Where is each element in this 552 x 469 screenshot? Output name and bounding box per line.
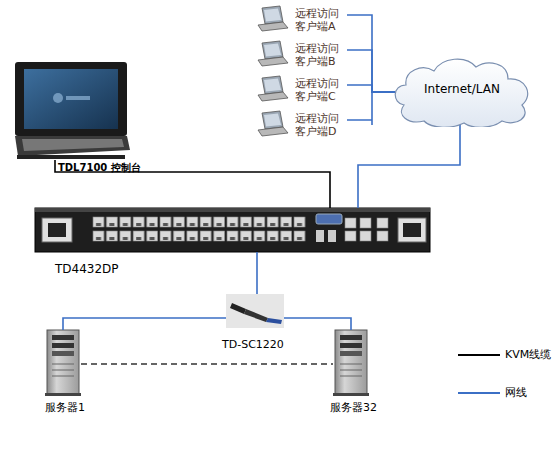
node-label: 远程访问 客户端C (295, 77, 349, 103)
lan-port (360, 231, 371, 241)
connector (81, 363, 333, 365)
adapter-plug (230, 303, 246, 314)
node-label: 远程访问 客户端B (295, 42, 349, 68)
server-vent (52, 376, 74, 377)
legend-kvm-line (458, 354, 500, 356)
connector (358, 123, 460, 208)
client-node: 远程访问 客户端A (255, 6, 347, 32)
adapter-body (244, 309, 268, 322)
server-body (47, 330, 79, 394)
client-node: 远程访问 客户端C (255, 76, 347, 102)
node-label: TD4432DP (55, 262, 175, 276)
connector (284, 318, 351, 330)
cloud-node: Internet/LAN (392, 55, 532, 127)
usb-port (316, 230, 324, 242)
console-keys (22, 139, 124, 151)
server-bay (52, 351, 74, 356)
server-vent (52, 370, 74, 371)
laptop-icon (258, 111, 288, 136)
switch-body (35, 208, 430, 252)
console-keyboard (15, 136, 130, 156)
console-illustration (15, 62, 130, 159)
client-node: 远程访问 客户端D (255, 111, 347, 137)
power-socket-hole (403, 223, 421, 237)
kvm-switch-illustration (35, 208, 430, 252)
node-label: TD-SC1220 (222, 338, 312, 351)
usb-port (328, 230, 336, 242)
connector (256, 252, 258, 294)
connector (347, 50, 395, 92)
connector (347, 92, 395, 125)
connector (63, 318, 226, 330)
laptop-base (258, 22, 288, 31)
server-node: 服务器32 (333, 330, 369, 396)
server-vent (52, 364, 74, 365)
lan-port (345, 231, 356, 241)
server-node: 服务器1 (45, 330, 81, 396)
server-bay (52, 335, 74, 340)
lan-port (377, 231, 388, 241)
laptop-icon (258, 76, 288, 101)
node-label: TDL7100 控制台 (58, 162, 168, 174)
console-logo (66, 96, 90, 100)
connector (347, 85, 395, 92)
legend-label: 网线 (505, 386, 527, 399)
laptop-icon (258, 6, 288, 31)
switch-node: TD4432DP (35, 208, 430, 252)
lan-port (360, 218, 371, 228)
legend-label: KVM线缆 (505, 348, 551, 361)
laptop-display (264, 9, 281, 22)
node-label: 远程访问 客户端A (295, 7, 349, 33)
power-socket-hole (48, 223, 66, 237)
switch-top-edge (35, 208, 430, 212)
node-label: 远程访问 客户端D (295, 112, 349, 138)
adapter-backdrop (226, 294, 284, 328)
laptop-icon (258, 41, 288, 66)
console-screen (24, 69, 118, 129)
vga-port (316, 214, 342, 224)
console-front (17, 155, 125, 159)
adapter-node: TD-SC1220 (226, 294, 284, 328)
console-logo (53, 93, 63, 103)
node-label: Internet/LAN (392, 82, 532, 96)
power-socket (398, 218, 426, 242)
power-socket (42, 218, 72, 242)
server-foot (45, 393, 81, 396)
node-label: 服务器32 (330, 401, 410, 414)
server-icon (333, 330, 369, 396)
connector (347, 15, 395, 92)
server-icon (45, 330, 81, 396)
lan-port (345, 218, 356, 228)
server-bay (52, 343, 74, 348)
client-node: 远程访问 客户端B (255, 41, 347, 67)
adapter-illustration (226, 294, 284, 328)
console-bezel (15, 62, 127, 136)
legend-net-line (458, 392, 500, 394)
node-label: 服务器1 (45, 401, 125, 414)
lan-port (377, 218, 388, 228)
console-node: TDL7100 控制台 (15, 62, 127, 160)
laptop-screen (262, 6, 283, 24)
rj45-ports (92, 216, 306, 244)
connector (55, 160, 330, 208)
adapter-rj45 (266, 318, 282, 324)
